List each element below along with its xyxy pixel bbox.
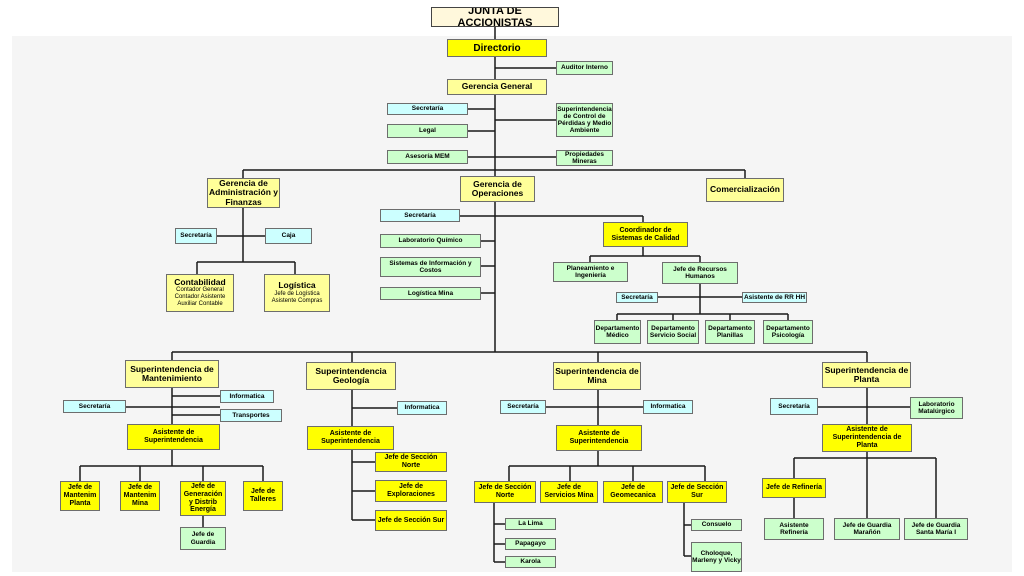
jefe-guardia-mant-box: Jefe de Guardia [180, 527, 226, 550]
secretaria-mina-box: Secretaría [500, 400, 546, 414]
informatica-geo-box: Informatica [397, 401, 447, 415]
dep-planillas-box: Departamento Planillas [705, 320, 755, 344]
mant-mina-box: Jefe de Mantenim Mina [120, 481, 160, 511]
informatica-mina-box: Informatica [643, 400, 693, 414]
guardia-santa-maria-box: Jefe de Guardia Santa María I [904, 518, 968, 540]
secretaria-mant-box: Secretaría [63, 400, 126, 413]
planeamiento-box: Planeamiento e Ingeniería [553, 262, 628, 282]
sec-norte-mina-box: Jefe de Sección Norte [474, 481, 536, 503]
transportes-box: Transportes [220, 409, 282, 422]
asistente-sup-mina-box: Asistente de Superintendencia [556, 425, 642, 451]
logistica-mina-box: Logística Mina [380, 287, 481, 300]
asistente-rrhh-box: Asistente de RR HH [742, 292, 807, 303]
dep-psicologia-box: Departamento Psicología [763, 320, 813, 344]
talleres-box: Jefe de Talleres [243, 481, 283, 511]
asistente-sup-planta-box: Asistente de Superintendencia de Planta [822, 424, 912, 452]
refineria-box: Jefe de Refinería [762, 478, 826, 498]
gerencia-general-box: Gerencia General [447, 79, 547, 95]
guardia-maranon-box: Jefe de Guardia Marañón [834, 518, 900, 540]
legal-box: Legal [387, 124, 468, 138]
gerencia-operaciones-box: Gerencia de Operaciones [460, 176, 535, 202]
logistica-box: Logística Jefe de Logística Asistente Co… [264, 274, 330, 312]
contabilidad-line-3: Auxiliar Contable [177, 301, 223, 308]
secretaria-planta-box: Secretaría [770, 398, 818, 415]
comercializacion-box: Comercialización [706, 178, 784, 202]
sup-control-perdidas-box: Superintendencia de Control de Pérdidas … [556, 103, 613, 137]
laboratorio-quimico-box: Laboratorio Químico [380, 234, 481, 248]
sup-mantenimiento-box: Superintendencia de Mantenimiento [125, 360, 219, 388]
secretaria-rrhh-box: Secretaría [616, 292, 658, 303]
sec-sur-geo-box: Jefe de Sección Sur [375, 510, 447, 531]
dep-servicio-social-box: Departamento Servicio Social [647, 320, 699, 344]
contabilidad-box: Contabilidad Contador General Contador A… [166, 274, 234, 312]
caja-box: Caja [265, 228, 312, 244]
secretaria-gg-box: Secretaría [387, 103, 468, 115]
auditor-interno-box: Auditor Interno [556, 61, 613, 75]
gerencia-admin-finanzas-box: Gerencia de Administración y Finanzas [207, 178, 280, 208]
logistica-line-2: Asistente Compras [271, 297, 323, 304]
informatica-mant-box: Informatica [220, 390, 274, 403]
asistente-sup-mant-box: Asistente de Superintendencia [127, 424, 220, 450]
sistemas-informacion-box: Sistemas de Información y Costos [380, 257, 481, 277]
contabilidad-title: Contabilidad [174, 276, 226, 287]
contabilidad-line-1: Contador General [176, 287, 224, 294]
junta-accionistas-box: JUNTA DE ACCIONISTAS [431, 7, 559, 27]
logistica-title: Logística [278, 280, 316, 291]
jefe-rrhh-box: Jefe de Recursos Humanos [662, 262, 738, 284]
papagayo-box: Papagayo [505, 538, 556, 550]
servicios-mina-box: Jefe de Servicios Mina [540, 481, 598, 503]
exploraciones-box: Jefe de Exploraciones [375, 480, 447, 502]
lab-metalurgico-box: Laboratorio Matalúrgico [910, 397, 963, 419]
sup-planta-box: Superintendencia de Planta [822, 362, 911, 388]
geomecanica-box: Jefe de Geomecanica [603, 481, 663, 503]
propiedades-mineras-box: Propiedades Mineras [556, 150, 613, 166]
sec-norte-geo-box: Jefe de Sección Norte [375, 452, 447, 472]
choloque-box: Choloque, Marleny y Vicky [691, 542, 742, 572]
sup-geologia-box: Superintendencia Geología [306, 362, 396, 390]
la-lima-box: La Lima [505, 518, 556, 530]
secretaria-oper-box: Secretaría [380, 209, 460, 222]
dep-medico-box: Departamento Médico [594, 320, 641, 344]
asesoria-mem-box: Asesoría MEM [387, 150, 468, 164]
logistica-line-1: Jefe de Logística [274, 290, 320, 297]
mant-planta-box: Jefe de Mantenim Planta [60, 481, 100, 511]
consuelo-box: Consuelo [691, 519, 742, 531]
contabilidad-line-2: Contador Asistente [174, 294, 226, 301]
asistente-refineria-box: Asistente Refinería [764, 518, 824, 540]
generacion-energia-box: Jefe de Generación y Distrib Energía [180, 481, 226, 516]
sec-sur-mina-box: Jefe de Sección Sur [667, 481, 727, 503]
sup-mina-box: Superintendencia de Mina [553, 362, 641, 390]
directorio-box: Directorio [447, 39, 547, 57]
karola-box: Karola [505, 556, 556, 568]
asistente-sup-geo-box: Asistente de Superintendencia [307, 426, 394, 450]
secretaria-admin-box: Secretaría [175, 228, 217, 244]
coordinador-calidad-box: Coordinador de Sistemas de Calidad [603, 222, 688, 247]
